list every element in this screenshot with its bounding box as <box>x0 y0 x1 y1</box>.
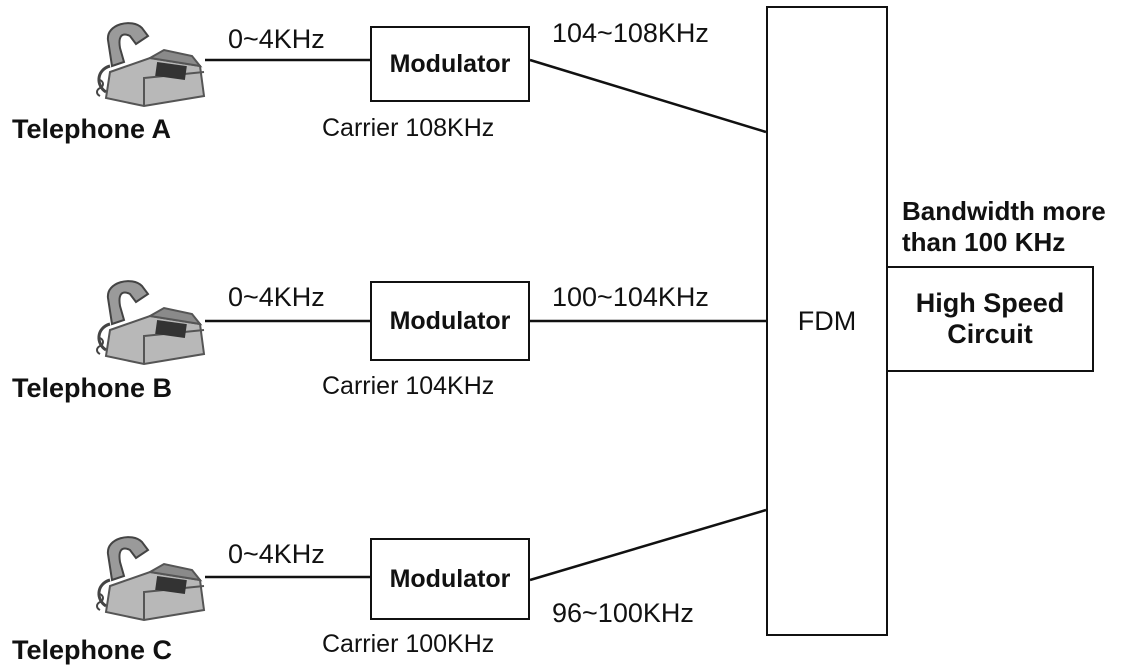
wire-modulator-c-to-fdm <box>530 510 766 580</box>
carrier-a-label: Carrier 108KHz <box>322 116 494 141</box>
fdm-block: FDM <box>766 6 888 636</box>
modulator-a: Modulator <box>370 26 530 102</box>
telephone-c-label: Telephone C <box>12 637 172 664</box>
telephone-b-label: Telephone B <box>12 375 172 402</box>
carrier-b-label: Carrier 104KHz <box>322 374 494 399</box>
high-speed-line-2: Circuit <box>947 319 1033 350</box>
input-band-c: 0~4KHz <box>228 541 325 568</box>
input-band-b: 0~4KHz <box>228 284 325 311</box>
telephone-icon <box>92 528 208 624</box>
input-band-a: 0~4KHz <box>228 26 325 53</box>
high-speed-line-1: High Speed <box>916 288 1065 319</box>
wire-modulator-a-to-fdm <box>530 60 766 132</box>
telephone-icon <box>92 14 208 110</box>
modulator-b: Modulator <box>370 281 530 361</box>
carrier-c-label: Carrier 100KHz <box>322 632 494 657</box>
output-band-c: 96~100KHz <box>552 600 694 627</box>
telephone-a-label: Telephone A <box>12 116 171 143</box>
high-speed-circuit: High Speed Circuit <box>886 266 1094 372</box>
modulator-c: Modulator <box>370 538 530 620</box>
telephone-icon <box>92 272 208 368</box>
output-band-b: 100~104KHz <box>552 284 709 311</box>
bandwidth-line-1: Bandwidth more <box>902 196 1106 227</box>
bandwidth-label: Bandwidth more than 100 KHz <box>902 196 1106 258</box>
output-band-a: 104~108KHz <box>552 20 709 47</box>
bandwidth-line-2: than 100 KHz <box>902 227 1106 258</box>
